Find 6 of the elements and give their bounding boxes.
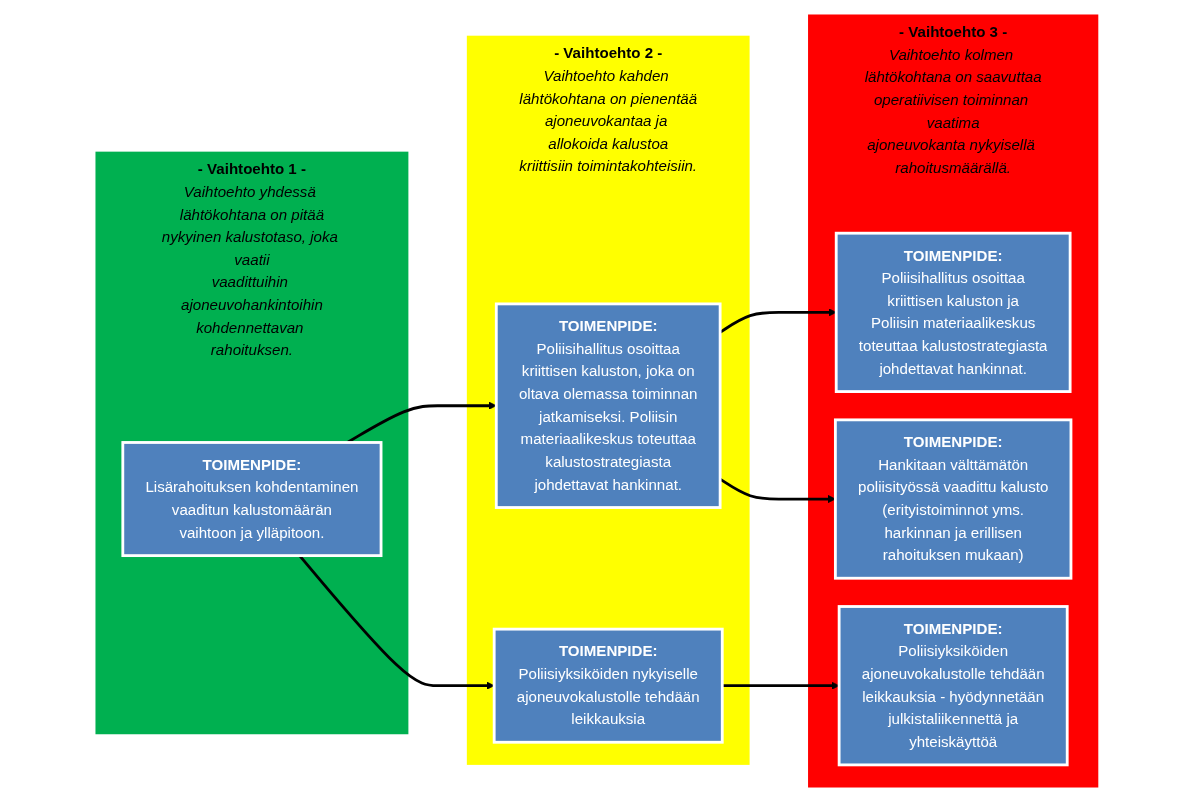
node-box: TOIMENPIDE: Poliisihallitus osoittaa kriittisen kaluston ja Poliisin materiaalikeskus toteuttaa kalustostrategiasta johdettavat hankinnat. bbox=[834, 231, 1072, 393]
node-box: TOIMENPIDE: Hankitaan välttämätön poliisityössä vaadittu kalusto (erityistoiminnot yms. harkinnan ja erillisen rahoituksen mukaan) bbox=[833, 418, 1072, 580]
node-box: TOIMENPIDE: Poliisiyksiköiden ajoneuvokalustolle tehdään leikkauksia - hyödynnetään julkistaliikennettä ja yhteiskäyttöä bbox=[837, 605, 1069, 767]
node-box: TOIMENPIDE: Poliisiyksiköiden nykyiselle ajoneuvokalustolle tehdään leikkauksia bbox=[492, 627, 724, 744]
node-box: TOIMENPIDE: Lisärahoituksen kohdentaminen vaaditun kalustomäärän vaihtoon ja ylläpitoon. bbox=[121, 441, 383, 558]
node-box: TOIMENPIDE: Poliisihallitus osoittaa kriittisen kaluston, joka on oltava olemassa toiminnan jatkamiseksi. Poliisin materiaalikeskus toteuttaa kalustostrategiasta johdettavat hankinnat. bbox=[494, 302, 722, 509]
